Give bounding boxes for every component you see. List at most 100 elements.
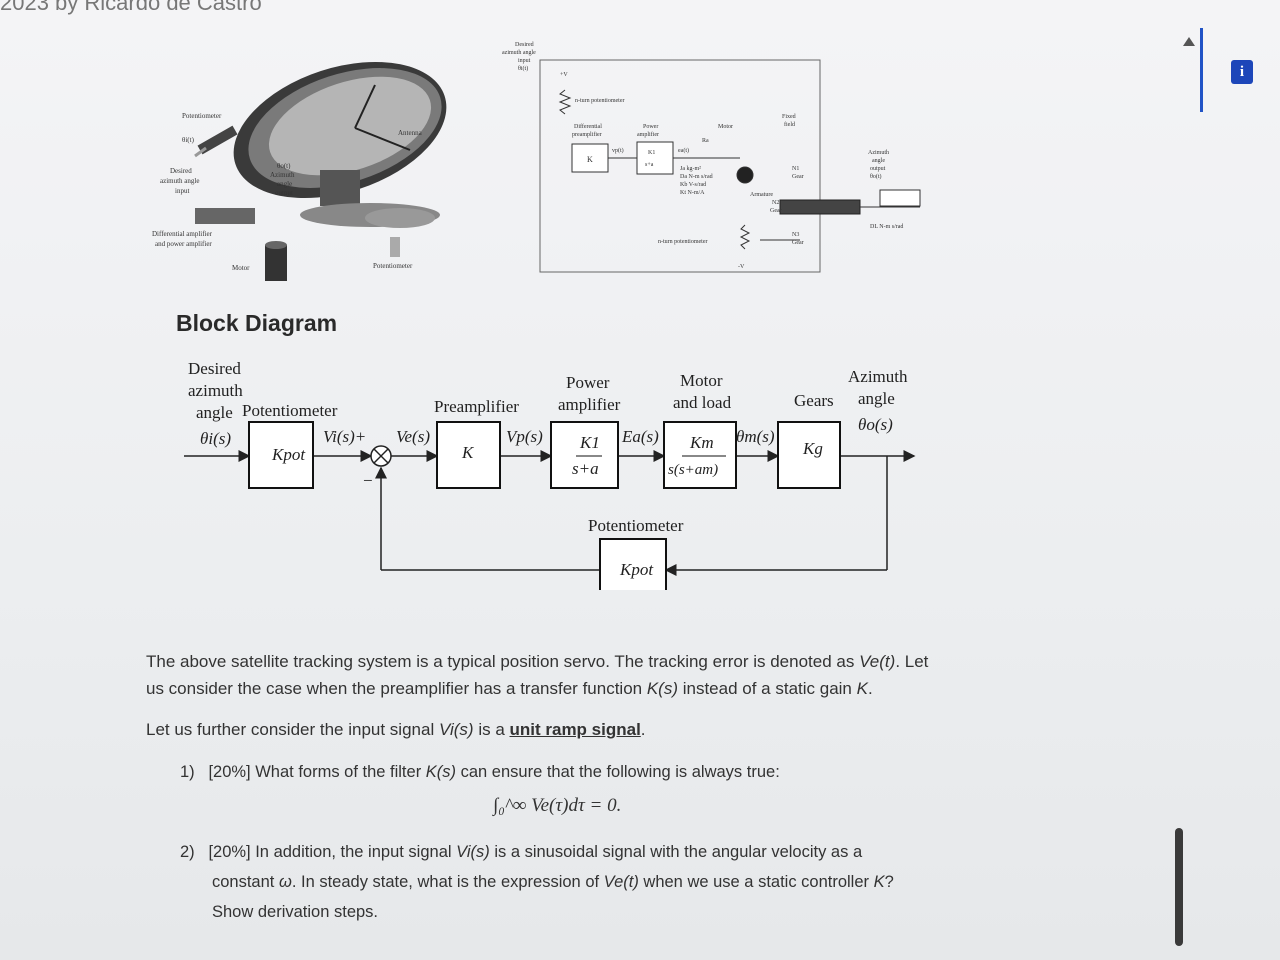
bd-theta-i: θi(s) (200, 429, 231, 448)
sch-n2: N2 (772, 200, 779, 206)
para2-text-c: . (640, 720, 646, 739)
para2-text-a: Let us further consider the input signal (146, 720, 439, 739)
sch-theta-i: θi(t) (518, 65, 528, 72)
block-diagram-title: Block Diagram (176, 310, 338, 336)
bd-and-load-label: and load (673, 393, 732, 412)
fig-desired-label: Desired (170, 167, 192, 175)
para2-vi: Vi(s) (438, 720, 474, 739)
bd-ve: Ve(s) (396, 427, 430, 446)
sch-kb: Kb V-s/rad (680, 182, 706, 188)
fig-output-label: output (275, 189, 293, 197)
block-diagram: Desired azimuth angle Potentiometer θi(s… (184, 359, 916, 590)
sch-diff-pre: Differential (574, 123, 602, 130)
bd-vp: Vp(s) (506, 427, 543, 446)
fig-theta-i-label: θi(t) (182, 136, 195, 144)
bd-power-label: Power (566, 373, 610, 392)
power-amplifier-block (550, 421, 619, 489)
fig-motor-label: Motor (232, 264, 250, 272)
bd-gears-label: Gears (794, 391, 834, 410)
problem-paragraph-2: Let us further consider the input signal… (146, 718, 966, 742)
q2-text-g: Show derivation steps. (212, 903, 379, 921)
preamplifier-block (436, 421, 501, 489)
para2-text-b: is a (473, 720, 510, 739)
system-figure: Potentiometer θi(t) Desired azimuth angl… (152, 42, 921, 281)
page-indicator-bar (1200, 28, 1203, 112)
bd-minus-sign: − (363, 471, 373, 490)
motor-load-block (663, 421, 737, 489)
q2-text-c: constant (212, 873, 279, 891)
gears-block (777, 421, 841, 489)
para1-ve: Ve(t) (859, 652, 896, 671)
fig-antenna-label: Antenna (398, 129, 423, 137)
fig-desired-input-label: input (175, 187, 189, 195)
kpot-block (248, 421, 314, 489)
bd-theta-m: θm(s) (736, 427, 775, 446)
sch-minus-v: -V (738, 264, 745, 270)
scroll-up-arrow-icon[interactable] (1183, 37, 1195, 46)
sch-theta-o: θo(t) (870, 173, 882, 180)
sch-k1: K1 (648, 150, 655, 156)
q2-text-a: In addition, the input signal (250, 843, 457, 861)
bd-k: K (461, 443, 475, 462)
sch-kt: Kt N-m/A (680, 190, 705, 196)
q2-number: 2) (180, 843, 195, 861)
sch-desired: Desired (515, 42, 534, 48)
bd-angle-label: angle (196, 403, 233, 422)
antenna-illustration: Potentiometer θi(t) Desired azimuth angl… (152, 61, 447, 281)
bd-s-plus-a: s+a (572, 459, 599, 478)
sch-k: K (587, 155, 593, 164)
bd-s-s-am: s(s+am) (668, 462, 718, 478)
bd-azimuth-label: azimuth (188, 381, 243, 400)
fig-diff-amp2-label: and power amplifier (155, 240, 212, 248)
q1-text-a: What forms of the filter (250, 763, 426, 781)
unit-ramp-signal-emphasis: unit ramp signal (509, 720, 641, 739)
fig-diff-amp-label: Differential amplifier (152, 230, 213, 238)
sch-ra: Ra (702, 138, 709, 144)
info-icon[interactable]: i (1231, 60, 1253, 84)
sch-sa: s+a (645, 162, 654, 168)
bd-ea: Ea(s) (621, 427, 659, 446)
sch-plus-v: +V (560, 72, 568, 78)
q2-k: K (873, 873, 885, 891)
sch-ea: ea(t) (678, 147, 689, 154)
q2-omega: ω (278, 873, 292, 891)
para1-text-d: instead of a static gain (678, 679, 857, 698)
q2-text-b: is a sinusoidal signal with the angular … (489, 843, 863, 861)
question-2: 2) [20%] In addition, the input signal V… (180, 837, 960, 927)
schematic-labels: Desired azimuth angle input θi(t) +V n-t… (502, 42, 903, 270)
q1-number: 1) (180, 763, 195, 781)
para1-text-b: . Let (895, 652, 929, 671)
bd-azimuth-out-label: Azimuth (848, 367, 908, 386)
question-1: 1) [20%] What forms of the filter K(s) c… (180, 763, 780, 782)
bd-km: Km (689, 433, 714, 452)
q2-text-f: ? (884, 873, 894, 891)
bd-kpot: Kpot (271, 445, 306, 464)
para1-text-e: . (867, 679, 873, 698)
sch-power: Power (643, 124, 658, 130)
bd-vi: Vi(s)+ (323, 427, 366, 446)
sch-vp: vp(t) (612, 147, 624, 154)
scrollbar-thumb[interactable] (1175, 828, 1183, 946)
sch-field: field (784, 121, 795, 128)
sch-nturn-top: n-turn potentiometer (575, 98, 625, 104)
para1-text-a: The above satellite tracking system is a… (146, 652, 860, 671)
q2-text-e: when we use a static controller (638, 873, 874, 891)
sch-armature: Armature (750, 192, 773, 198)
sch-n1: N1 (792, 166, 799, 172)
q1-ks: K(s) (425, 763, 457, 781)
q2-vi: Vi(s) (456, 843, 490, 861)
fig-azimuth-label: Azimuth (270, 171, 295, 179)
bd-preamplifier-label: Preamplifier (434, 397, 519, 416)
sch-da: Da N-m s/rad (680, 174, 713, 180)
sch-n3: N3 (792, 232, 799, 238)
fig-angle-label: angle (277, 180, 292, 188)
sch-azimuth-angle: azimuth angle (502, 50, 536, 56)
fig-desired-sub-label: azimuth angle (160, 177, 199, 185)
q2-weight: [20%] (208, 843, 251, 861)
sch-nturn-bottom: n-turn potentiometer (658, 239, 708, 245)
schematic (539, 59, 921, 273)
sch-input: input (518, 58, 531, 64)
q2-text-d: . In steady state, what is the expressio… (291, 873, 604, 891)
bd-k1: K1 (579, 433, 600, 452)
q2-ve: Ve(t) (603, 873, 639, 891)
